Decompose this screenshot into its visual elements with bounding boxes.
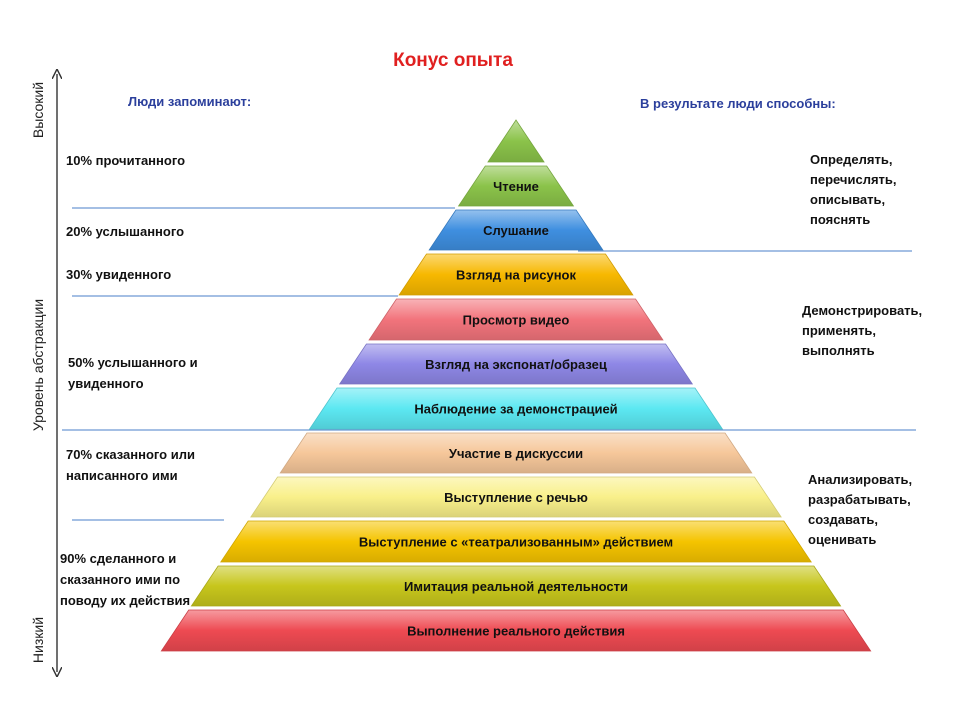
outcome-group: Определять, перечислять, описывать, пояс… [810,152,897,227]
axis-label-high: Высокий [30,81,46,139]
pyramid-level-label: Выступление с «театрализованным» действи… [359,535,673,550]
pyramid-level-label: Выполнение реального действия [407,624,625,639]
pyramid-level-label: Взгляд на экспонат/образец [425,357,607,372]
pyramid-level-label: Имитация реальной деятельности [404,579,628,594]
remember-item: 50% услышанного и увиденного [68,355,198,391]
pyramid-level [457,165,575,207]
pyramid-level-label: Взгляд на рисунок [456,268,577,283]
divider-lines [62,207,916,521]
pyramid-level [250,476,782,518]
pyramid-level [279,432,753,474]
pyramid-level-label: Чтение [493,179,539,194]
remember-item: 70% сказанного или написанного ими [66,447,195,483]
pyramid-level [338,343,694,385]
axis-label-low: Низкий [30,616,46,664]
pyramid-level-label: Участие в дискуссии [449,446,583,461]
pyramid-level [220,520,812,563]
pyramid-level [398,253,634,296]
page-title: Конус опыта [393,50,513,71]
remember-item: 10% прочитанного [66,153,186,168]
pyramid-level [368,298,664,341]
pyramid-level [160,609,872,652]
left-column-header: Люди запоминают: [128,94,252,109]
pyramid-level-label: Наблюдение за демонстрацией [414,402,617,417]
outcome-group: Анализировать, разрабатывать, создавать,… [808,472,913,547]
pyramid-level [308,387,724,430]
remember-item: 20% услышанного [66,224,185,239]
pyramid-level [190,565,842,607]
remember-item: 90% сделанного и сказанного ими по повод… [60,551,191,608]
remember-item: 30% увиденного [66,267,172,282]
pyramid-level-label: Слушание [483,223,549,238]
pyramid-level [428,209,604,251]
pyramid-level-label: Просмотр видео [463,313,570,328]
outcome-group: Демонстрировать, применять, выполнять [802,303,923,358]
right-column-header: В результате люди способны: [640,96,836,111]
pyramid-level-label: Выступление с речью [444,490,588,505]
pyramid-level [487,119,545,163]
axis-label-abstraction: Уровень абстракции [30,298,46,432]
